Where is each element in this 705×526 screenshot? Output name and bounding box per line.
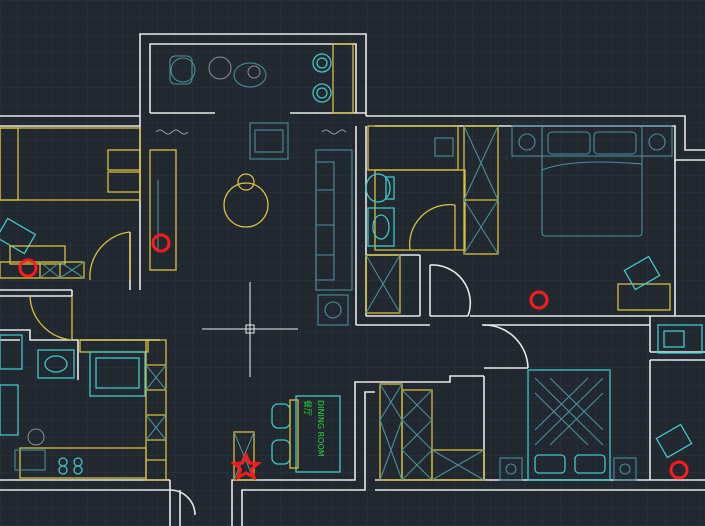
dining-label-cn: 餐厅 bbox=[303, 400, 312, 416]
marker-circle-left-desk[interactable] bbox=[18, 258, 38, 278]
crosshair-cursor-icon bbox=[202, 282, 298, 377]
door-swings bbox=[29, 203, 529, 516]
marker-circle-bedroom[interactable] bbox=[529, 290, 549, 310]
bottom-right-furniture bbox=[379, 324, 703, 481]
marker-star-dining[interactable] bbox=[230, 451, 262, 481]
balcony-furniture bbox=[155, 43, 354, 160]
marker-circle-bottom-right[interactable] bbox=[669, 460, 689, 480]
marker-circle-left-closet[interactable] bbox=[151, 233, 171, 253]
dining-label-en: DINING ROOM bbox=[316, 400, 325, 457]
left-kitchen-furniture bbox=[0, 334, 167, 481]
left-room-furniture bbox=[0, 127, 177, 279]
center-living-furniture bbox=[223, 149, 353, 326]
red-markers bbox=[18, 233, 689, 481]
bathroom-furniture bbox=[365, 125, 466, 314]
bedroom-furniture bbox=[463, 125, 673, 311]
